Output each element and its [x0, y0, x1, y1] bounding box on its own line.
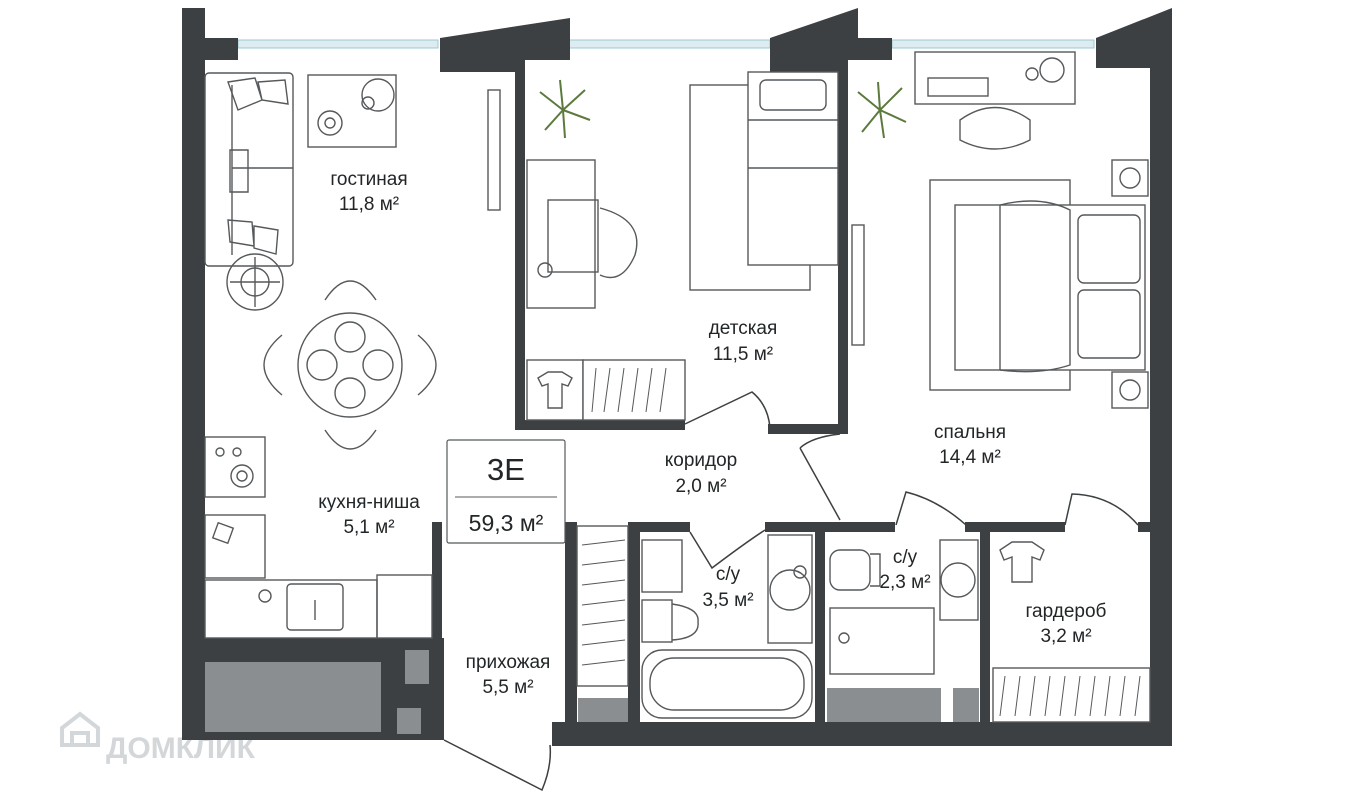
- coffee-table: [307, 74, 397, 148]
- room-area-hall: 5,5 м²: [482, 677, 533, 698]
- room-area-bath1: 3,5 м²: [702, 590, 753, 611]
- double-bed: [954, 204, 1146, 371]
- domclick-house-icon: [60, 711, 100, 747]
- desk: [526, 159, 596, 309]
- shelf: [526, 359, 584, 421]
- wardrobe-room-furniture: [992, 541, 1151, 723]
- plant-icon: [539, 79, 591, 139]
- sofa: [204, 72, 294, 267]
- hall-wardrobe: [576, 525, 629, 687]
- stove: [204, 436, 266, 498]
- room-name-bath2: с/у: [893, 547, 918, 568]
- shower: [829, 607, 935, 675]
- bathtub: [641, 649, 813, 719]
- room-labels: гостиная 11,8 м² детская 11,5 м² спальня…: [318, 169, 1106, 698]
- apartment-total-area: 59,3 м²: [469, 510, 544, 536]
- window-bedroom: [891, 39, 1095, 49]
- sink-cabinet: [767, 534, 813, 644]
- room-area-bedroom: 14,4 м²: [939, 447, 1001, 468]
- plant-icon: [857, 81, 907, 139]
- armchair: [226, 253, 284, 311]
- room-name-hall: прихожая: [466, 652, 551, 673]
- kids-wardrobe: [582, 359, 686, 421]
- bath1-fixtures: [641, 534, 813, 719]
- bedroom-furniture: [851, 51, 1149, 409]
- windows: [237, 39, 1095, 49]
- room-area-living: 11,8 м²: [339, 194, 399, 215]
- doors: [443, 391, 1139, 792]
- room-name-wardrobe: гардероб: [1026, 601, 1107, 622]
- room-name-kids: детская: [709, 318, 778, 339]
- room-area-wardrobe: 3,2 м²: [1040, 626, 1091, 647]
- dining-table: [297, 312, 403, 418]
- sink-2: [939, 539, 979, 621]
- dining-set: [263, 280, 437, 450]
- apartment-code: 3Е: [487, 452, 525, 487]
- toilet: [829, 549, 871, 591]
- window-kids: [567, 39, 771, 49]
- room-name-bath1: с/у: [716, 564, 741, 585]
- living-furniture: [204, 72, 397, 311]
- room-area-corridor: 2,0 м²: [675, 476, 726, 497]
- built-in-blocks: [205, 650, 979, 734]
- bedroom-radiator: [851, 224, 865, 346]
- room-name-corridor: коридор: [665, 450, 738, 471]
- dishwasher: [204, 514, 266, 579]
- room-area-kitchen: 5,1 м²: [343, 517, 394, 538]
- bath2-fixtures: [829, 539, 979, 675]
- kids-furniture: [487, 71, 839, 421]
- room-name-bedroom: спальня: [934, 422, 1006, 443]
- room-area-kids: 11,5 м²: [713, 344, 773, 365]
- wall-radiator: [487, 89, 501, 211]
- room-area-bath2: 2,3 м²: [879, 572, 930, 593]
- sink: [286, 583, 344, 631]
- room-name-living: гостиная: [330, 169, 407, 190]
- apartment-label: 3Е 59,3 м²: [446, 439, 566, 544]
- room-name-kitchen: кухня-ниша: [318, 492, 420, 513]
- kitchen-furniture: [204, 436, 433, 639]
- washing-machine: [641, 539, 683, 593]
- window-living: [237, 39, 439, 49]
